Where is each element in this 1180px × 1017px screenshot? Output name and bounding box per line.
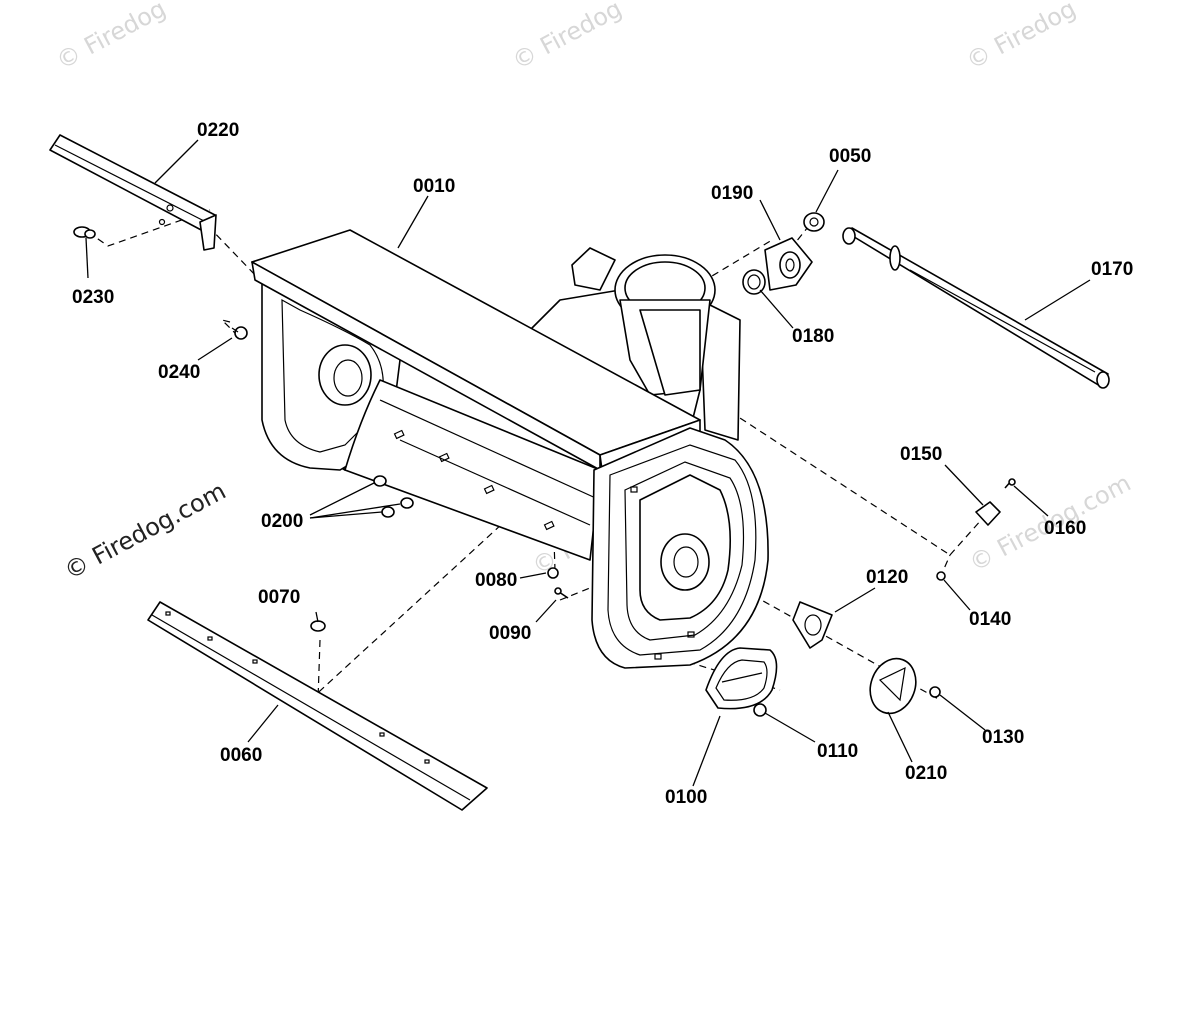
callout-0090: 0090 (489, 623, 531, 644)
callout-0200: 0200 (261, 511, 303, 532)
callout-0140: 0140 (969, 609, 1011, 630)
callout-0180: 0180 (792, 326, 834, 347)
part-0010-housing (251, 229, 769, 669)
watermark-top-left: © Firedog (52, 0, 171, 75)
leader-lines (85, 139, 1091, 787)
part-0180-bearing (742, 269, 766, 295)
callout-0230: 0230 (72, 287, 114, 308)
callout-0160: 0160 (1044, 518, 1086, 539)
part-0120-flange (792, 601, 833, 649)
callout-0120: 0120 (866, 567, 908, 588)
watermark-left: © Firedog.com (60, 477, 231, 586)
callout-0100: 0100 (665, 787, 707, 808)
part-0090-bolt (554, 587, 569, 599)
part-0100-skid-shoe (705, 647, 778, 710)
part-0140-nut (936, 571, 946, 581)
callout-0190: 0190 (711, 183, 753, 204)
part-0150-bracket (975, 501, 1001, 526)
part-0240-bolt (231, 326, 248, 340)
callout-labels: 0010 0050 0060 0070 0080 0090 0100 0110 … (72, 120, 1133, 808)
part-0170-shaft (842, 227, 1110, 389)
part-0110-nut (753, 703, 767, 717)
callout-0240: 0240 (158, 362, 200, 383)
part-0190-flange (764, 237, 813, 291)
callout-0110: 0110 (817, 741, 858, 762)
part-0160-bolt (1004, 478, 1016, 489)
callout-0170: 0170 (1091, 259, 1133, 280)
part-0050-nut (803, 212, 825, 232)
callout-0130: 0130 (982, 727, 1024, 748)
part-0070-bolt (310, 620, 326, 632)
part-0230-wing-nut (73, 226, 96, 239)
callout-0010: 0010 (413, 176, 455, 197)
watermark-top-center: © Firedog (508, 0, 627, 75)
callout-0220: 0220 (197, 120, 239, 141)
callout-0050: 0050 (829, 146, 871, 167)
part-0130-bolt (929, 686, 941, 698)
callout-0070: 0070 (258, 587, 300, 608)
part-0060-shave-plate (147, 601, 488, 811)
part-0220-bar (49, 134, 217, 251)
callout-0060: 0060 (220, 745, 262, 766)
callout-0150: 0150 (900, 444, 942, 465)
callout-0080: 0080 (475, 570, 517, 591)
part-0210-cover (869, 657, 917, 715)
part-0200-bolts (373, 475, 414, 518)
callout-0210: 0210 (905, 763, 947, 784)
watermark-top-right: © Firedog (962, 0, 1081, 75)
part-0080-nut (547, 567, 559, 579)
